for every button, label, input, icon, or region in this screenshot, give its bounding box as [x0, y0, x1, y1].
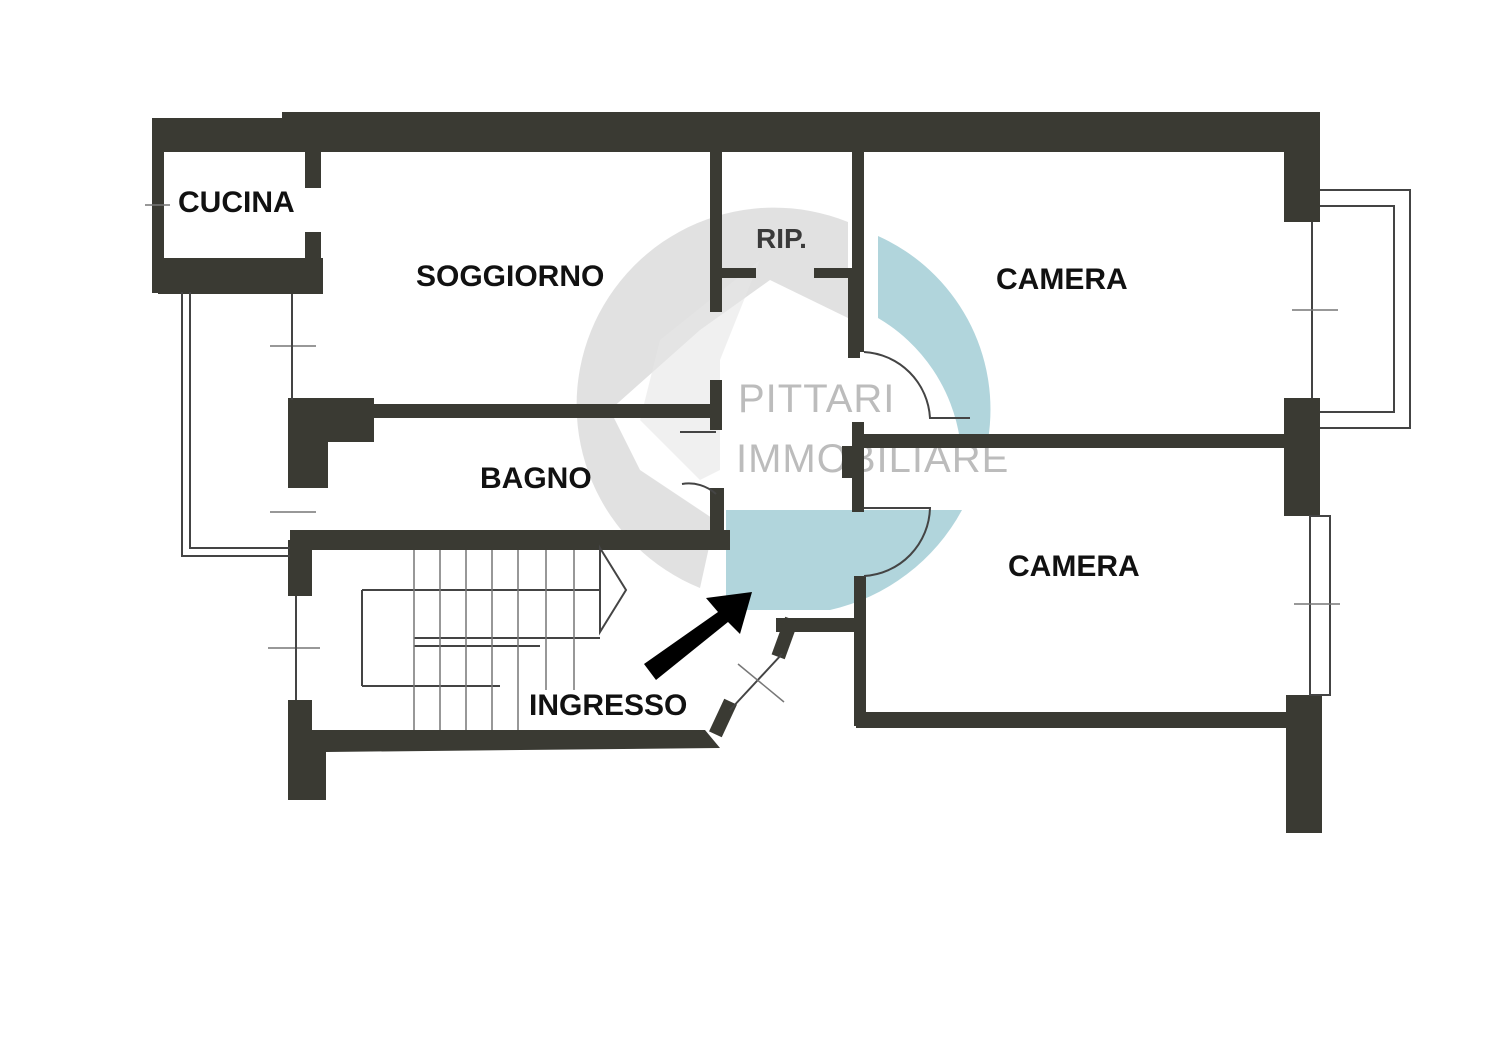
wall-bagno-left: [288, 398, 328, 488]
wall-bagno-top: [288, 404, 722, 418]
wall-cucina-top: [152, 118, 287, 152]
balcony-right: [1320, 189, 1411, 429]
wall-camera2-bottom: [856, 712, 1296, 728]
stairs: [361, 544, 628, 730]
balcony-left: [181, 292, 290, 557]
wall-rip-bottom-left: [710, 268, 756, 278]
room-label-bagno: BAGNO: [480, 462, 592, 495]
wall-right-mid: [1284, 398, 1320, 516]
wall-cucina-right-bottom: [305, 232, 321, 292]
balcony-left-inner: [189, 292, 290, 549]
watermark-logo: PITTARI IMMOBILIARE: [576, 207, 1008, 610]
wall-cucina-right-top: [305, 148, 321, 188]
watermark-line1: PITTARI: [738, 377, 895, 421]
door-ingresso-cross: [737, 663, 785, 703]
walls: [152, 112, 1322, 833]
wall-cucina-bottom: [158, 258, 323, 294]
wall-rip-left: [710, 152, 722, 312]
watermark-house-cutout: [640, 260, 760, 480]
room-labels: CUCINA SOGGIORNO RIP. CAMERA BAGNO CAMER…: [178, 186, 1140, 722]
watermark-grey-arc: [576, 207, 848, 588]
room-label-cucina: CUCINA: [178, 186, 295, 219]
wall-bottom: [288, 730, 720, 800]
watermark-teal-arc: [878, 236, 991, 440]
wall-rip-bottom-right: [814, 268, 860, 278]
wall-right-top: [1284, 112, 1320, 222]
room-label-soggiorno: SOGGIORNO: [416, 260, 604, 293]
wall-cameras-divider: [856, 434, 1296, 448]
door-camera1: [863, 351, 970, 419]
wall-rip-right: [848, 268, 860, 358]
balcony-right-inner: [1320, 205, 1395, 413]
entrance-arrow-icon: [644, 592, 752, 680]
wall-camera2-left: [854, 576, 866, 726]
room-label-camera-2: CAMERA: [1008, 550, 1140, 583]
door-ingresso: [729, 653, 783, 711]
entrance-arrow-shape: [644, 592, 752, 680]
wall-stair-left-top: [288, 540, 312, 596]
window-camera2-frame: [1309, 515, 1331, 696]
watermark-teal-quarter: [726, 510, 962, 610]
wall-top: [282, 112, 1320, 152]
fixtures: [145, 189, 1411, 730]
wall-bagno-right-bottom: [710, 488, 724, 534]
wall-bagno-bottom: [290, 530, 730, 550]
wall-bagno-right-top: [710, 380, 722, 430]
door-camera2: [863, 507, 932, 577]
wall-ingresso-jamb: [771, 616, 799, 660]
wall-ingresso-left-jamb: [709, 698, 737, 738]
wall-pillar-corridor: [842, 446, 864, 478]
room-label-ingresso: INGRESSO: [529, 689, 687, 722]
room-label-camera-1: CAMERA: [996, 263, 1128, 296]
room-label-ripostiglio: RIP.: [756, 223, 807, 254]
stairs-outline: [362, 544, 628, 636]
door-bagno: [681, 482, 717, 495]
